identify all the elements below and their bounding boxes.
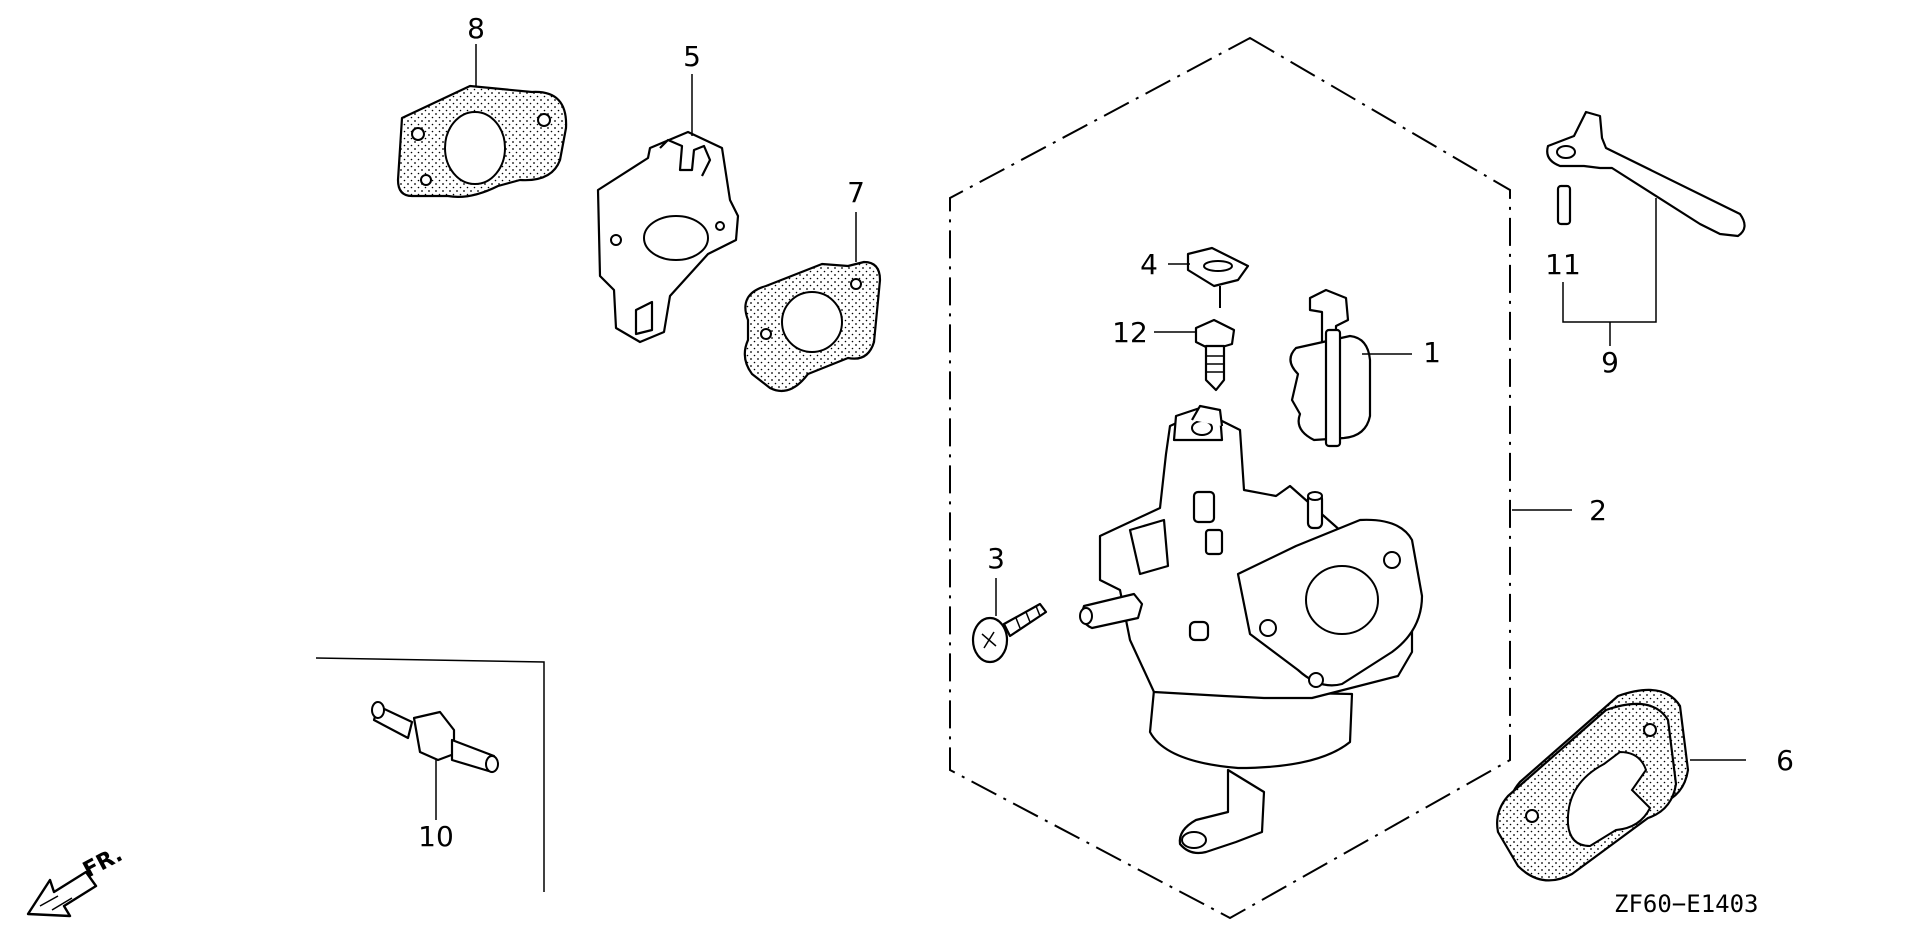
callout-10: 10 [418,820,454,853]
fuel-joint-icon[interactable] [371,701,499,774]
front-arrow-icon [26,870,98,918]
air-cleaner-gasket-icon[interactable] [1496,688,1690,882]
float-valve-icon[interactable] [1186,246,1250,308]
assembly-boundary [949,36,1511,920]
pin-icon[interactable] [1556,184,1572,226]
insulator-bracket-icon[interactable] [596,130,740,344]
diagram-code: ZF60−E1403 [1614,890,1759,918]
callout-9: 9 [1601,346,1619,379]
callout-5: 5 [683,40,701,73]
callout-1: 1 [1423,336,1441,369]
inset-frame [315,657,545,892]
callout-8: 8 [467,12,485,45]
float-icon[interactable] [1289,288,1372,448]
callout-7: 7 [847,176,865,209]
callout-12: 12 [1112,316,1148,349]
callout-3: 3 [987,542,1005,575]
pilot-screw-icon[interactable] [1194,318,1236,392]
callout-2: 2 [1589,494,1607,527]
callout-11: 11 [1545,248,1581,281]
carburetor-assembly-icon[interactable] [1079,404,1424,855]
callout-4: 4 [1140,248,1158,281]
callout-6: 6 [1776,744,1794,777]
drain-screw-icon[interactable] [971,602,1048,664]
carburetor-gasket-icon[interactable] [396,84,568,198]
insulator-gasket-icon[interactable] [743,260,882,392]
choke-lever-set-icon[interactable] [1546,110,1746,238]
